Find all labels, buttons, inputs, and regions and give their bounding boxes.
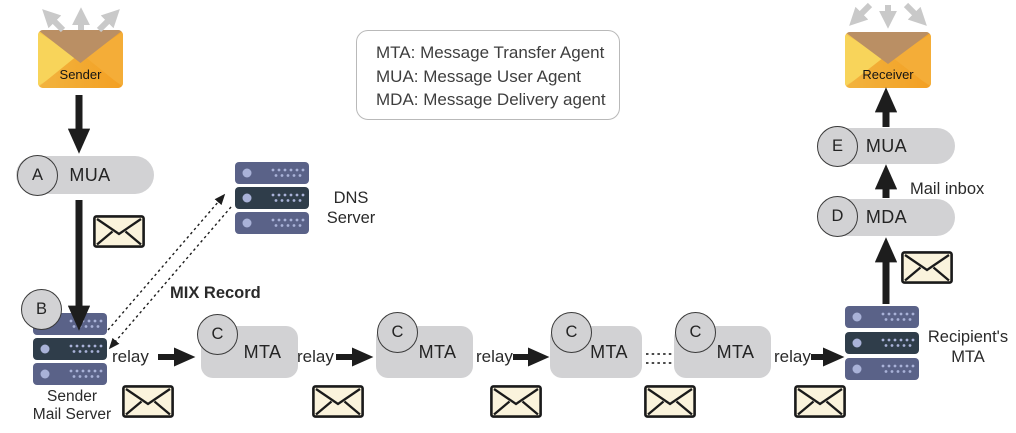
relay-label-3: relay [476,347,513,366]
relay-label-1: relay [112,347,149,366]
mta-box-1: MTA [201,326,298,378]
dns-server-icon [235,162,309,239]
step-badge-c4: C [675,312,716,353]
envelope-icon [901,251,953,289]
sender-label: Sender [59,67,102,82]
envelope-icon [122,385,174,423]
relay-label-2: relay [297,347,334,366]
envelope-icon [93,215,145,253]
step-badge-c1: C [197,314,238,355]
step-badge-d: D [817,196,858,237]
relay-label-4: relay [774,347,811,366]
legend-line: MTA: Message Transfer Agent [376,43,605,62]
fan-out-arrows-icon [42,7,120,33]
step-badge-a: A [17,155,58,196]
receiver-envelope-icon: Receiver [845,32,931,88]
legend-box: MTA: Message Transfer Agent MUA: Message… [356,30,620,120]
sender-mail-server-label: Sender Mail Server [32,388,112,423]
receiver-label: Receiver [862,67,914,82]
dotted-continuation-line [646,353,674,364]
legend-line: MDA: Message Delivery agent [376,90,606,109]
envelope-icon [312,385,364,423]
step-badge-e: E [817,126,858,167]
envelope-icon [794,385,846,423]
envelope-icon [644,385,696,423]
mail-inbox-label: Mail inbox [910,180,985,198]
dns-server-label: DNS Server [326,189,376,227]
recipient-mta-label: Recipient's MTA [927,328,1009,366]
legend-line: MUA: Message User Agent [376,66,582,86]
envelope-icon [490,385,542,423]
recipient-mta-server-icon [845,306,919,385]
mua-sender-box-label: MUA [69,164,111,185]
fan-in-arrows-icon [849,2,927,29]
mix-record-label: MIX Record [170,284,261,302]
sender-envelope-icon: Sender [38,30,123,88]
step-badge-c2: C [377,312,418,353]
step-badge-b: B [21,289,62,330]
step-badge-c3: C [551,312,592,353]
